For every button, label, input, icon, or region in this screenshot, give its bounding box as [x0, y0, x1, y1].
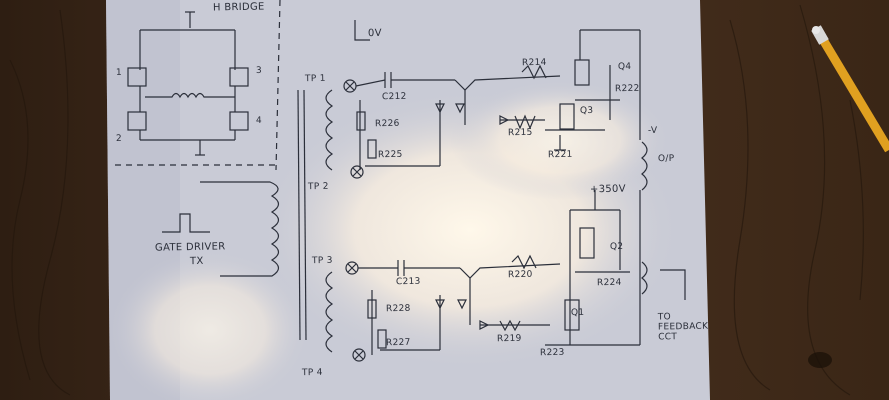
pencil [811, 25, 889, 153]
label-r225: R225 [377, 149, 403, 161]
label-hb-3: 3 [255, 65, 263, 77]
label-r214: R214 [521, 57, 547, 69]
label-r227: R227 [385, 337, 411, 349]
label-c213: C213 [395, 276, 421, 288]
label-tp4: TP 4 [301, 367, 323, 379]
label-r223: R223 [539, 347, 565, 359]
label-tx: TX [189, 255, 204, 268]
label-tp2: TP 2 [307, 181, 329, 193]
label-hb-4: 4 [255, 115, 263, 127]
upper-driver-circuit [325, 20, 648, 191]
label-h-bridge: H BRIDGE [212, 1, 265, 14]
label-plus-350v: +350V [589, 183, 626, 196]
h-bridge-drawing [115, 0, 281, 171]
label-r222: R222 [614, 83, 640, 95]
wood-knot [808, 352, 832, 368]
light-glare-3 [110, 250, 310, 400]
label-r224: R224 [596, 277, 622, 289]
label-r226: R226 [374, 118, 400, 130]
label-feedback: TO FEEDBACK CCT [657, 312, 709, 343]
label-q2: Q2 [609, 241, 624, 253]
label-0v: 0V [367, 27, 382, 40]
label-q4: Q4 [617, 61, 632, 73]
label-output: O/P [657, 153, 675, 165]
label-tp3: TP 3 [311, 255, 333, 267]
label-gate-driver: GATE DRIVER [154, 241, 226, 254]
label-tp1: TP 1 [304, 73, 326, 85]
label-c212: C212 [381, 91, 407, 103]
label-r215: R215 [507, 127, 533, 139]
label-r220: R220 [507, 269, 533, 281]
label-r228: R228 [385, 303, 411, 315]
label-q3: Q3 [579, 105, 594, 117]
label-q1: Q1 [570, 307, 585, 319]
gate-driver-tx-drawing [162, 89, 307, 341]
label-r219: R219 [496, 333, 522, 345]
label-hb-1: 1 [115, 67, 123, 79]
label-minus-v: -V [647, 125, 658, 137]
wood-grain [9, 4, 864, 396]
label-hb-2: 2 [115, 133, 123, 145]
lower-driver-circuit [325, 190, 686, 362]
label-r221: R221 [547, 149, 573, 161]
